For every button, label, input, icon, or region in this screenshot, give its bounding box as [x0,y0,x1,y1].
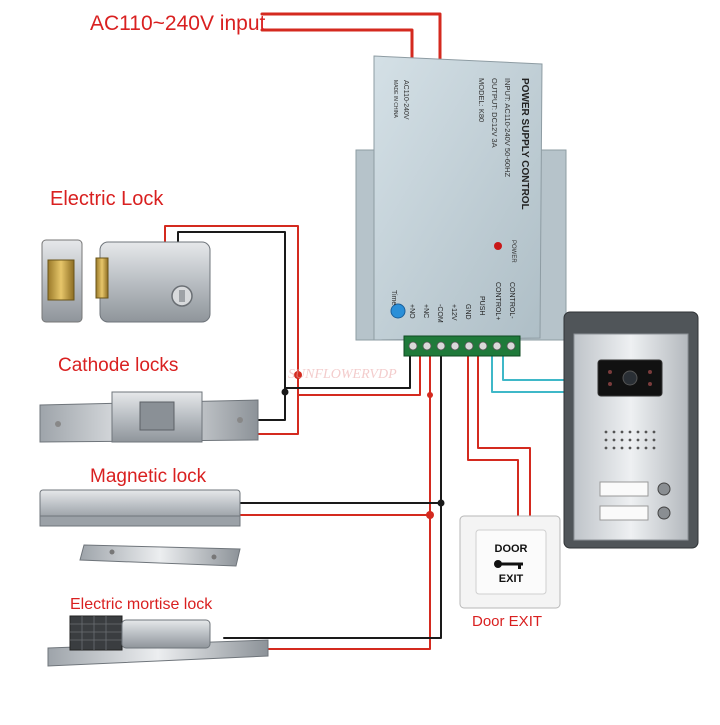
psu-terminal-strip [403,335,521,357]
terminal-label: -COM [436,304,443,323]
key-icon [494,560,523,569]
exit-wire-2 [477,355,531,523]
screw-hole [109,549,115,555]
power-supply-unit: POWER Time POWER SUPPLY CONTROL INPUT: A… [355,55,567,357]
coil-grid [70,616,122,650]
ac-input-label: AC110~240V input [90,12,265,35]
terminal-label: +NO [408,304,415,319]
psu-output-line: OUTPUT: DC12V 3A [490,78,499,148]
screw-hole [55,421,61,427]
junction-dot [437,499,445,507]
black-mortise [223,502,442,639]
armature-plate [79,544,241,567]
magnetic-lock-label: Magnetic lock [90,466,207,487]
exit-wire-1 [467,355,519,523]
call-button-1 [657,482,671,496]
psu-input-line: INPUT: AC110-240V 50-60HZ [503,78,512,177]
ac-wire-1 [260,12,442,62]
terminal-label: +NC [422,304,429,318]
terminal-labels: +NO +NC -COM +12V GND PUSH CONTROL+ CONT… [408,282,515,323]
terminal-label: CONTROL+ [494,282,501,320]
psu-model-line: MODEL: K80 [477,78,486,122]
terminal-label: CONTROL- [508,282,515,319]
terminal-label: PUSH [478,296,485,315]
terminal-label: +12V [450,304,457,321]
psu-title: POWER SUPPLY CONTROL [519,78,530,210]
key-slot [179,290,185,302]
name-plate-1 [599,481,649,497]
door-exit-button: DOOR EXIT [459,515,561,609]
cathode-locks-label: Cathode locks [58,355,178,376]
wires [164,12,581,650]
exit-button-line2: EXIT [499,573,524,585]
watermark: SUNFLOWERVDP [288,367,397,382]
mortise-cylinder [121,619,211,649]
ac-wire-2 [260,28,414,64]
junction-dot [281,388,289,396]
mortise-lock-device [47,615,269,667]
cathode-lock-device [39,391,259,443]
black-bus-top [177,231,411,389]
terminal-screws [408,341,516,351]
red-bus-top [164,225,421,396]
intercom-panel [563,311,699,549]
electric-lock-device [41,239,211,323]
door-exit-caption: Door EXIT [472,613,542,630]
brass-latch [47,259,75,301]
call-button-2 [657,506,671,520]
power-led-label: POWER [510,240,516,263]
camera-lens [622,370,638,386]
electric-lock-label: Electric Lock [50,188,164,210]
mortise-coil [69,615,123,651]
terminal-label: GND [464,304,471,320]
psu-ac-marking: AC110-240V [402,80,409,120]
ir-leds [608,370,652,386]
control-wire-1 [491,353,581,393]
junction-dot [427,392,433,398]
screw-hole [237,417,243,423]
time-label: Time [390,290,397,305]
name-plate-2 [599,505,649,521]
time-knob [390,303,406,319]
red-cathode [249,394,299,435]
magnet-face [39,515,241,527]
red-mortise [223,514,431,650]
psu-body [373,55,543,341]
mortise-lock-label: Electric mortise lock [70,596,213,613]
screw-hole [211,554,217,560]
lock-bolt [95,257,109,299]
psu-made-in: MADE IN CHINA [392,80,398,118]
power-led [494,242,502,250]
speaker-grille [604,430,656,450]
exit-button-face [475,529,547,595]
control-wire-2 [502,353,581,381]
magnetic-lock-device [39,489,241,567]
cathode-keeper [139,401,175,431]
junction-dot [426,511,434,519]
lock-body [99,241,211,323]
junction-dot [294,371,302,379]
black-cathode [249,387,286,421]
exit-button-line1: DOOR [495,543,528,555]
